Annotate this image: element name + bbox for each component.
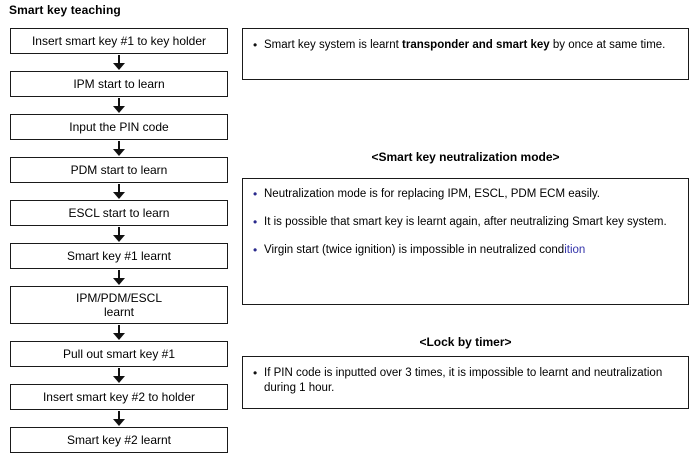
down-arrow-icon	[10, 226, 228, 243]
note-text: Virgin start (twice ignition) is impossi…	[264, 244, 565, 256]
flow-node-smart-key-1-learnt: Smart key #1 learnt	[10, 243, 228, 269]
flow-node-pull-out-smart-key-1: Pull out smart key #1	[10, 341, 228, 367]
note-text-bold: transponder and smart key	[402, 39, 550, 51]
section-heading-lock-by-timer: <Lock by timer>	[419, 335, 512, 349]
section-heading-neutralization: <Smart key neutralization mode>	[371, 150, 560, 164]
note-list: Neutralization mode is for replacing IPM…	[253, 187, 678, 258]
note-list: Smart key system is learnt transponder a…	[253, 38, 678, 53]
note-panel-smart-key-teaching: Smart key system is learnt transponder a…	[242, 28, 689, 80]
flow-node-escl-start-to-learn: ESCL start to learn	[10, 200, 228, 226]
flow-node-insert-smart-key-2: Insert smart key #2 to holder	[10, 384, 228, 410]
note-panel-lock-by-timer: If PIN code is inputted over 3 times, it…	[242, 356, 689, 409]
note-item: It is possible that smart key is learnt …	[253, 215, 678, 230]
flow-title: Smart key teaching	[9, 3, 121, 17]
note-text-highlight: ition	[564, 244, 586, 256]
note-item: Smart key system is learnt transponder a…	[253, 38, 678, 53]
flow-node-ipm-pdm-escl-learnt: IPM/PDM/ESCL learnt	[10, 286, 228, 324]
note-list: If PIN code is inputted over 3 times, it…	[253, 366, 678, 396]
note-item: If PIN code is inputted over 3 times, it…	[253, 366, 678, 396]
down-arrow-icon	[10, 54, 228, 71]
down-arrow-icon	[10, 410, 228, 427]
diagram-page: Smart key teaching Insert smart key #1 t…	[0, 0, 700, 426]
down-arrow-icon	[10, 367, 228, 384]
note-text-prefix: Smart key system is learnt	[264, 39, 403, 51]
smart-key-teaching-flowchart: Insert smart key #1 to key holder IPM st…	[10, 28, 228, 453]
down-arrow-icon	[10, 183, 228, 200]
flow-node-input-pin-code: Input the PIN code	[10, 114, 228, 140]
down-arrow-icon	[10, 97, 228, 114]
flow-node-pdm-start-to-learn: PDM start to learn	[10, 157, 228, 183]
down-arrow-icon	[10, 269, 228, 286]
flow-node-ipm-start-to-learn: IPM start to learn	[10, 71, 228, 97]
note-item: Neutralization mode is for replacing IPM…	[253, 187, 678, 202]
flow-node-smart-key-2-learnt: Smart key #2 learnt	[10, 427, 228, 453]
note-panel-neutralization: Neutralization mode is for replacing IPM…	[242, 178, 689, 305]
flow-node-insert-smart-key-1: Insert smart key #1 to key holder	[10, 28, 228, 54]
down-arrow-icon	[10, 324, 228, 341]
note-item: Virgin start (twice ignition) is impossi…	[253, 243, 678, 258]
note-text-suffix: by once at same time.	[549, 39, 666, 51]
down-arrow-icon	[10, 140, 228, 157]
